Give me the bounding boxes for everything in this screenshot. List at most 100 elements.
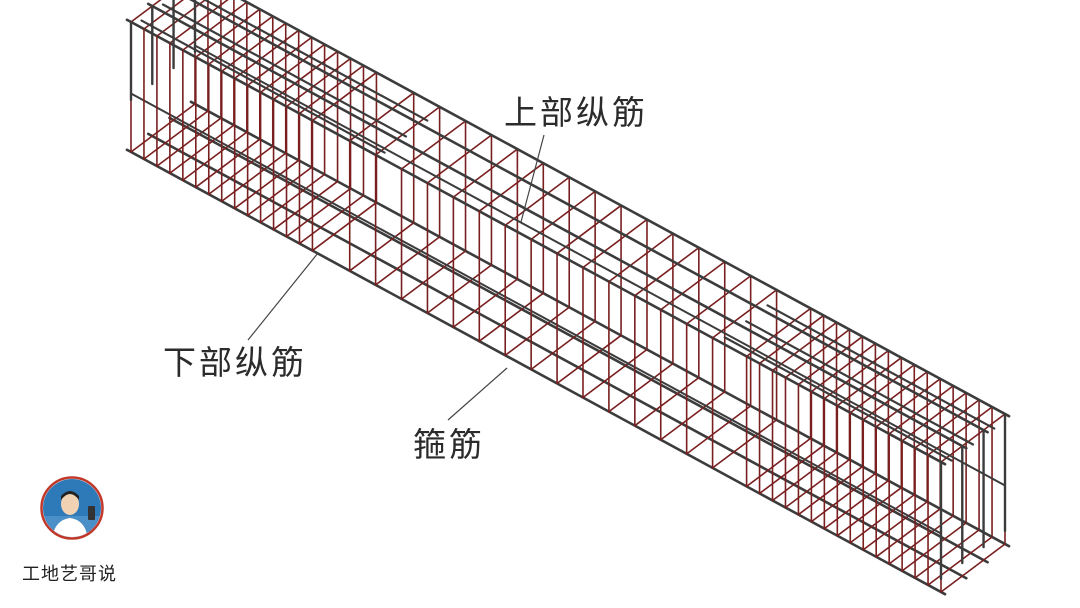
stirrup-top-leg — [711, 289, 778, 339]
top-longitudinal-bar — [189, 0, 989, 434]
stirrup-top-leg — [504, 176, 571, 227]
stirrup-bottom-leg — [745, 437, 812, 488]
stirrup-top-leg — [745, 307, 812, 358]
stirrup-top-leg — [130, 0, 162, 23]
stirrup-top-leg — [207, 15, 274, 66]
stirrup-bottom-leg — [711, 419, 778, 469]
stirrup-top-leg — [246, 36, 313, 87]
stirrup-bottom-leg — [478, 292, 545, 343]
bottom-bar-label: 下部纵筋 — [163, 343, 307, 382]
stirrup-top-leg — [169, 0, 229, 44]
bottom-longitudinal-bar — [125, 148, 947, 596]
stirrup-top-leg — [862, 370, 929, 421]
support-top-bar — [766, 304, 996, 430]
top-longitudinal-bar — [125, 18, 947, 466]
stirrup-top-leg — [823, 349, 890, 400]
stirrup-bottom-leg — [685, 405, 752, 455]
stirrup-bottom-leg — [758, 444, 825, 495]
stirrup-bottom-leg — [634, 376, 700, 427]
stirrup-bottom-leg — [195, 138, 261, 188]
stirrup-top-leg — [901, 392, 967, 442]
stirrup-bottom-leg — [182, 131, 248, 181]
bottom-longitudinal-bar — [168, 116, 989, 564]
stirrup-top-leg — [582, 218, 648, 269]
stirrup-top-leg — [784, 328, 851, 379]
rebar-cage — [125, 0, 1011, 596]
avatar-head-icon — [61, 493, 79, 515]
leader-line-top-bar — [520, 134, 545, 223]
support-top-bar — [203, 0, 429, 122]
stirrup-bottom-leg — [374, 236, 441, 286]
support-top-bar — [140, 19, 386, 154]
stirrup-top-leg — [797, 335, 864, 386]
stirrup-top-leg — [311, 71, 378, 122]
stirrup-bottom-leg — [836, 486, 903, 537]
stirrup-top-leg — [608, 232, 674, 283]
stirrup-bottom-leg — [927, 536, 993, 586]
stirrup-top-leg — [285, 57, 352, 108]
stirrup-top-leg — [400, 120, 467, 170]
side-longitudinal-bar — [194, 44, 1006, 487]
stirrup-bottom-leg — [400, 250, 467, 300]
stirrup-bottom-leg — [311, 201, 378, 252]
stirrup-bottom-leg — [143, 110, 209, 160]
stirrup-bottom-leg — [207, 145, 274, 196]
stirrup-top-leg — [685, 275, 752, 325]
stirrup-label: 箍筋 — [413, 425, 485, 464]
bottom-longitudinal-bar — [189, 100, 1011, 548]
stirrup-bottom-leg — [426, 264, 493, 314]
stirrup-bottom-leg — [156, 117, 222, 167]
stirrup-top-leg — [940, 413, 1006, 463]
stirrup-bottom-leg — [530, 320, 596, 371]
stirrup-top-leg — [220, 22, 287, 73]
support-top-bar — [745, 320, 975, 446]
stirrup-top-leg — [298, 64, 365, 115]
stirrup-bottom-leg — [914, 529, 980, 579]
brand-name: 工地艺哥说 — [22, 564, 117, 585]
stirrup-top-leg — [426, 134, 493, 184]
leader-line-stirrup — [447, 367, 508, 421]
stirrup-top-leg — [452, 148, 519, 198]
stirrup-bottom-leg — [797, 465, 864, 516]
stirrup-top-leg — [659, 260, 726, 311]
side-longitudinal-bar — [130, 92, 942, 535]
stirrup-top-leg — [927, 406, 993, 456]
stirrup-bottom-leg — [130, 103, 196, 153]
stirrup-top-leg — [888, 385, 954, 435]
stirrup-top-leg — [758, 314, 825, 365]
stirrup-top-leg — [634, 246, 700, 297]
stirrup-bottom-leg — [849, 493, 916, 544]
stirrup-top-leg — [771, 321, 838, 372]
stirrup-bottom-leg — [220, 152, 287, 203]
stirrup-bottom-leg — [659, 390, 726, 441]
stirrup-bottom-leg — [348, 222, 415, 272]
stirrup-top-leg — [478, 162, 545, 212]
top-longitudinal-bar — [240, 0, 1011, 418]
stirrup-bottom-leg — [259, 173, 326, 224]
leader-line-bottom-bar — [247, 252, 319, 341]
stirrup-top-leg — [530, 190, 596, 241]
stirrup-bottom-leg — [285, 187, 352, 238]
top-bar-label: 上部纵筋 — [504, 93, 648, 132]
stirrup-top-leg — [914, 399, 980, 449]
stirrup-bottom-leg — [452, 278, 519, 328]
stirrup-bottom-leg — [233, 159, 300, 210]
leader-lines — [247, 134, 545, 421]
stirrup-bottom-leg — [272, 180, 339, 231]
stirrup-bottom-leg — [556, 334, 622, 385]
stirrup-top-leg — [195, 8, 261, 59]
stirrup-top-leg — [849, 363, 916, 414]
stirrup-top-leg — [143, 0, 185, 30]
stirrup-bottom-leg — [940, 543, 1006, 593]
stirrup-bottom-leg — [298, 194, 365, 245]
stirrup-bottom-leg — [901, 522, 967, 572]
stirrup-bottom-leg — [875, 507, 942, 558]
stirrup-top-leg — [810, 342, 877, 393]
stirrup-top-leg — [875, 377, 942, 428]
stirrup-bottom-leg — [823, 479, 890, 530]
top-longitudinal-bar — [146, 2, 968, 450]
stirrup-top-leg — [259, 43, 326, 94]
stirrup-bottom-leg — [771, 451, 838, 502]
stirrup-top-leg — [556, 204, 622, 255]
